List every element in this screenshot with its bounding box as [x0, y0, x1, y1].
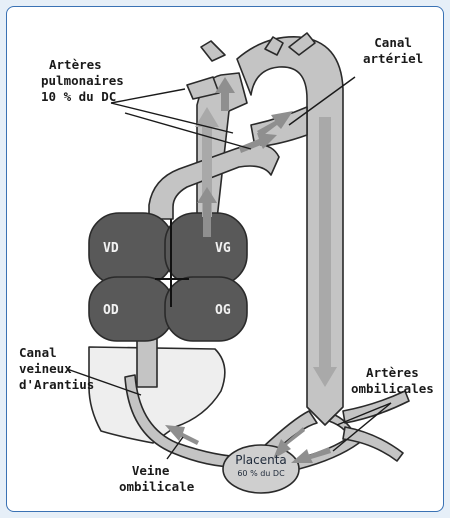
- label-line: Artères: [41, 57, 124, 73]
- label-line: ombilicales: [351, 381, 434, 397]
- label-line: Canal: [363, 35, 423, 51]
- label-line: Artères: [351, 365, 434, 381]
- label-line: d'Arantius: [19, 377, 94, 393]
- chamber-label-og: OG: [215, 303, 231, 319]
- label-canal-veineux: Canal veineux d'Arantius: [19, 345, 94, 393]
- label-line: Canal: [19, 345, 94, 361]
- label-line: 10 % du DC: [41, 89, 124, 105]
- chamber-label-vg: VG: [215, 241, 231, 257]
- label-line: Veine: [107, 463, 194, 479]
- label-arteres-ombilicales: Artères ombilicales: [351, 365, 434, 397]
- label-arteres-pulmonaires: Artères pulmonaires 10 % du DC: [41, 57, 124, 105]
- chamber-label-od: OD: [103, 303, 119, 319]
- placenta-title: Placenta: [223, 453, 299, 467]
- label-veine-ombilicale: Veine ombilicale: [107, 463, 194, 495]
- placenta-subtitle: 60 % du DC: [223, 469, 299, 478]
- pointer-pulm-3: [125, 113, 251, 149]
- ventricle-right: [89, 213, 173, 285]
- label-line: artériel: [363, 51, 423, 67]
- heart: [89, 213, 247, 341]
- label-line: veineux: [19, 361, 94, 377]
- aortic-branch-1: [201, 41, 225, 61]
- atrium-right: [89, 277, 173, 341]
- atrium-left: [165, 277, 247, 341]
- label-line: ombilicale: [107, 479, 194, 495]
- diagram-panel: Artères pulmonaires 10 % du DC Canal art…: [6, 6, 444, 512]
- label-canal-arteriel: Canal artériel: [363, 35, 423, 67]
- label-line: pulmonaires: [41, 73, 124, 89]
- chamber-label-vd: VD: [103, 241, 119, 257]
